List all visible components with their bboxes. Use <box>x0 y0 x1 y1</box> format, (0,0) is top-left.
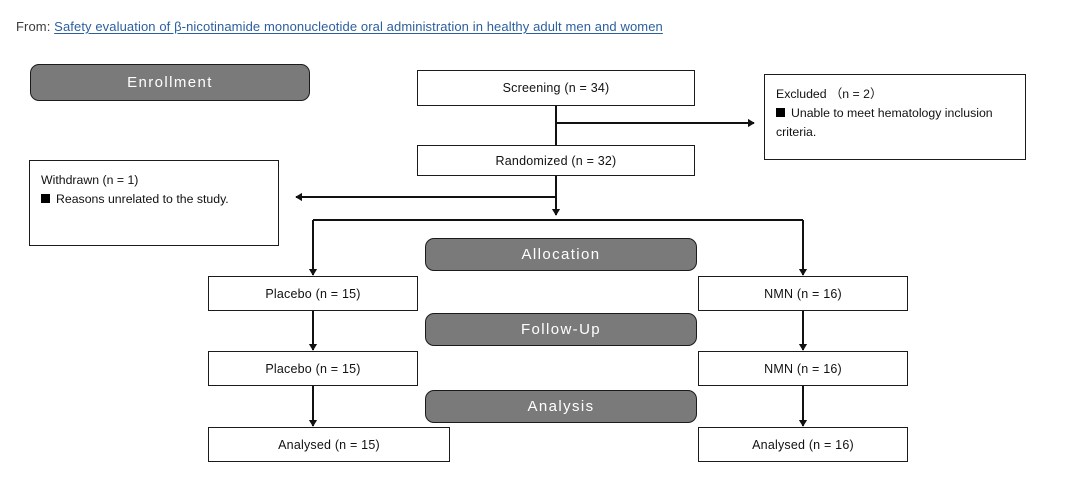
node-allocation-nmn-label: NMN (n = 16) <box>764 286 842 301</box>
node-followup-placebo: Placebo (n = 15) <box>208 351 418 386</box>
node-allocation-placebo-label: Placebo (n = 15) <box>265 286 361 301</box>
node-followup-placebo-label: Placebo (n = 15) <box>265 361 361 376</box>
node-followup-nmn: NMN (n = 16) <box>698 351 908 386</box>
bullet-square-icon <box>41 194 50 204</box>
stage-banner-analysis-label: Analysis <box>527 398 595 415</box>
node-analysed-nmn-label: Analysed (n = 16) <box>752 437 854 452</box>
figure-source-line: From: Safety evaluation of β-nicotinamid… <box>16 19 663 34</box>
node-allocation-nmn: NMN (n = 16) <box>698 276 908 311</box>
node-screening-label: Screening (n = 34) <box>502 81 610 95</box>
node-analysed-placebo-label: Analysed (n = 15) <box>278 437 380 452</box>
stage-banner-allocation-label: Allocation <box>521 246 601 263</box>
stage-banner-followup: Follow-Up <box>425 313 697 346</box>
note-withdrawn-body: Reasons unrelated to the study. <box>56 192 229 207</box>
node-followup-nmn-label: NMN (n = 16) <box>764 361 842 376</box>
node-randomized: Randomized (n = 32) <box>417 145 695 176</box>
stage-banner-followup-label: Follow-Up <box>520 321 602 338</box>
stage-banner-analysis: Analysis <box>425 390 697 423</box>
node-analysed-placebo: Analysed (n = 15) <box>208 427 450 462</box>
stage-banner-enrollment-label: Enrollment <box>127 74 213 91</box>
node-analysed-nmn: Analysed (n = 16) <box>698 427 908 462</box>
node-randomized-label: Randomized (n = 32) <box>495 153 617 168</box>
source-article-link[interactable]: Safety evaluation of β-nicotinamide mono… <box>54 19 663 34</box>
bullet-square-icon <box>776 108 785 118</box>
note-withdrawn-title: Withdrawn (n = 1) <box>41 173 139 187</box>
note-excluded-body: Unable to meet hematology inclusion crit… <box>776 106 993 140</box>
source-prefix-label: From: <box>16 19 51 34</box>
note-withdrawn: Withdrawn (n = 1) Reasons unrelated to t… <box>29 160 279 246</box>
stage-banner-enrollment: Enrollment <box>30 64 310 101</box>
node-allocation-placebo: Placebo (n = 15) <box>208 276 418 311</box>
note-excluded: Excluded （n = 2） Unable to meet hematolo… <box>764 74 1026 160</box>
note-excluded-title: Excluded （n = 2） <box>776 87 883 101</box>
node-screening: Screening (n = 34) <box>417 70 695 106</box>
stage-banner-allocation: Allocation <box>425 238 697 271</box>
